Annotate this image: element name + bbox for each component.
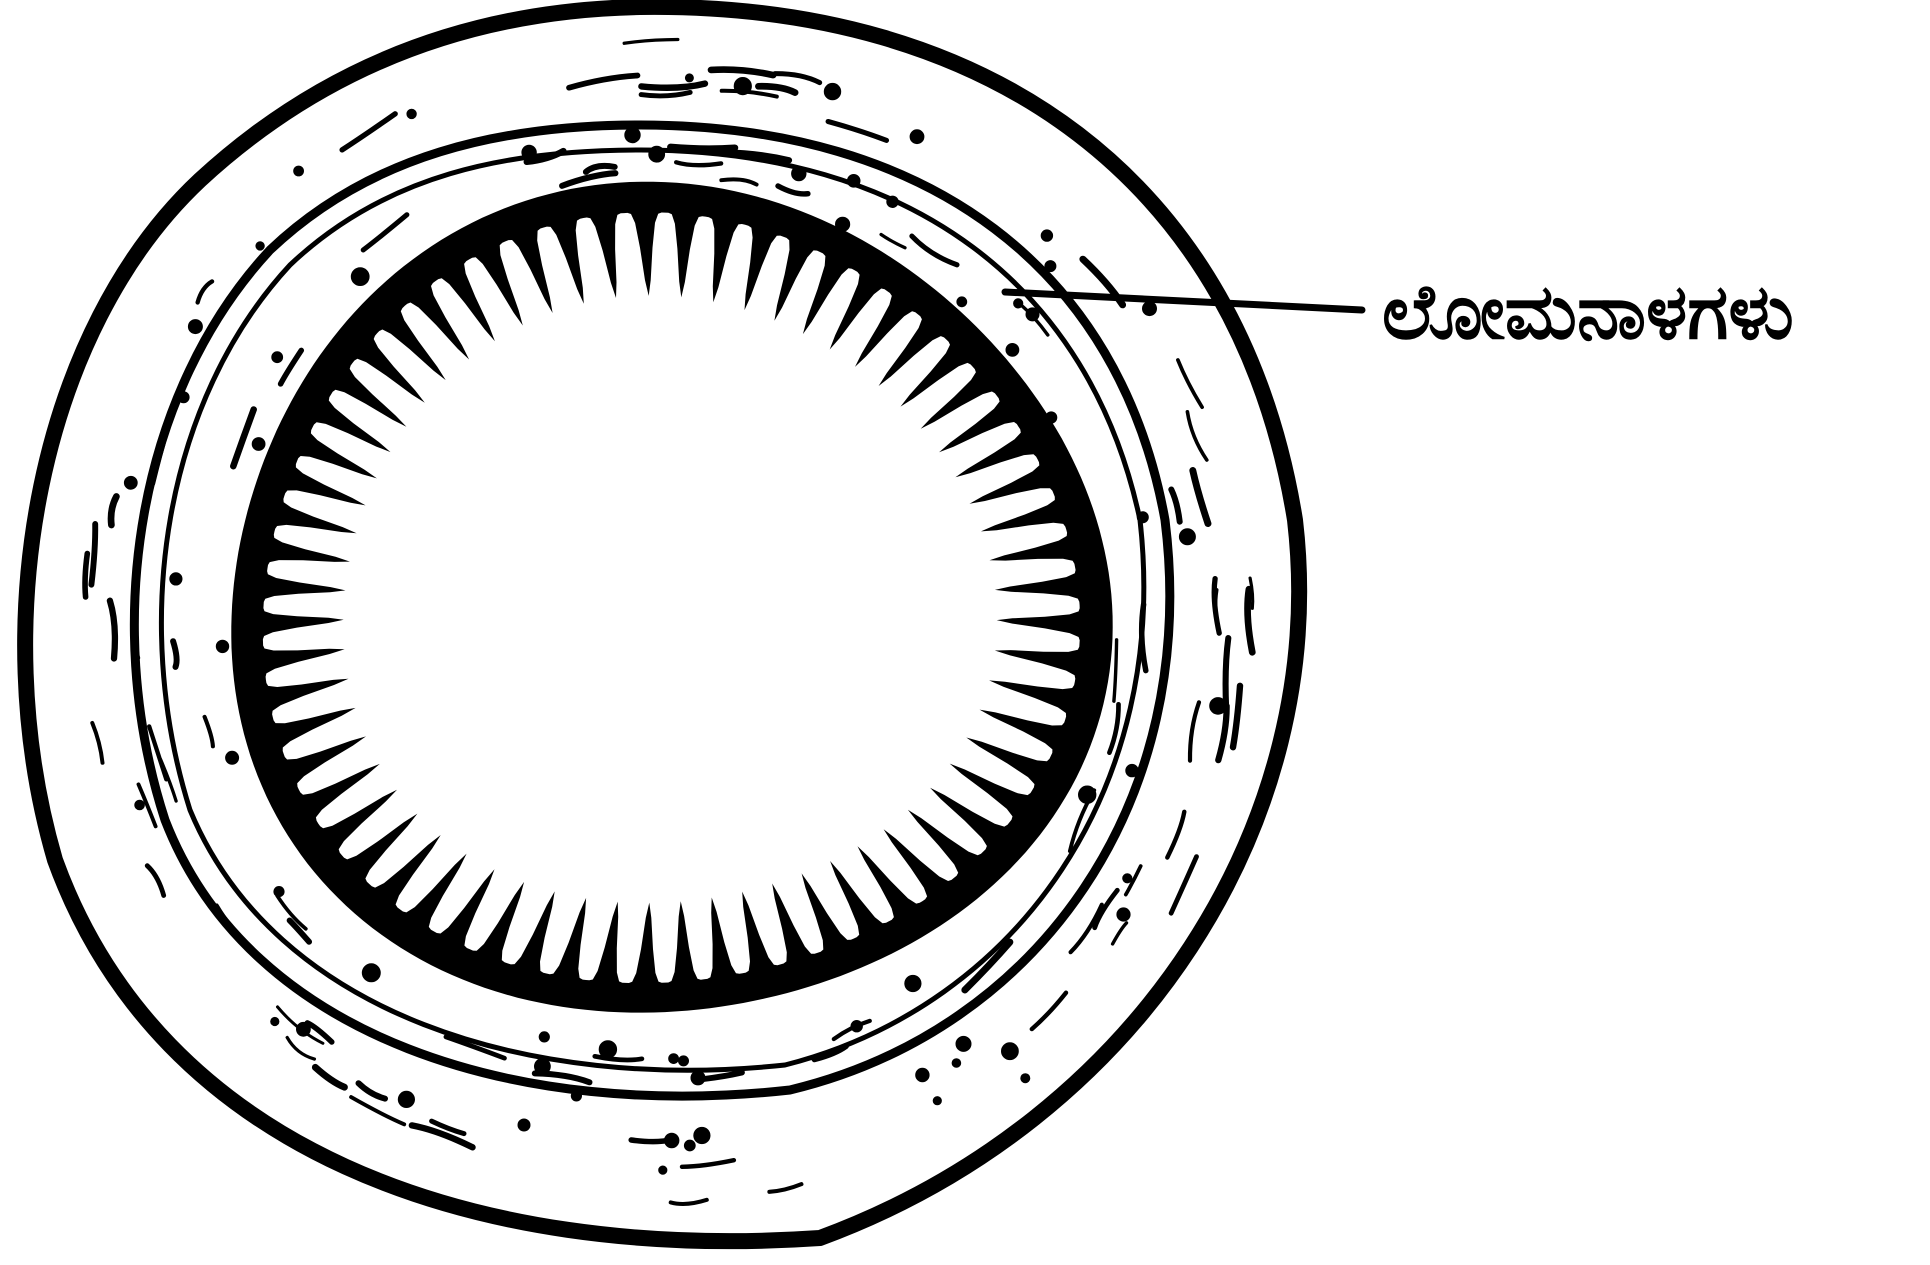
wall-cell-dot [1079,786,1096,803]
wall-cell-dot [256,242,264,250]
wall-cell-dot [124,476,137,489]
wall-cell-dot [294,166,304,176]
wall-fiber-stroke [85,554,87,598]
wall-fiber-stroke [1226,638,1229,707]
wall-cell-dot [226,751,239,764]
wall-cell-dot [1117,908,1130,921]
wall-cell-dot [539,1032,549,1042]
wall-cell-dot [684,1140,695,1151]
wall-cell-dot [933,1097,941,1105]
wall-cell-dot [1143,302,1157,316]
villi-label: ಲೋಮನಾಳಗಳು [1382,267,1794,356]
wall-cell-dot [649,146,665,162]
wall-cell-dot [916,1068,929,1081]
wall-cell-dot [252,438,265,451]
wall-cell-dot [1002,1043,1019,1060]
wall-cell-dot [1021,1074,1030,1083]
wall-cell-dot [956,1036,971,1051]
wall-cell-dot [669,1054,679,1064]
wall-cell-dot [694,1127,710,1143]
wall-cell-dot [1210,698,1227,715]
wall-cell-dot [1123,874,1132,883]
wall-cell-dot [518,1119,530,1131]
wall-cell-dot [1006,344,1019,357]
wall-cell-dot [571,1091,581,1101]
wall-cell-dot [679,1056,689,1066]
wall-cell-dot [178,392,189,403]
wall-cell-dot [625,127,640,142]
wall-cell-dot [1126,764,1138,776]
wall-cell-dot [297,1022,311,1036]
wall-cell-dot [398,1091,414,1107]
wall-cell-dot [851,1020,862,1031]
wall-cell-dot [1179,529,1195,545]
wall-fiber-stroke [173,641,177,667]
wall-cell-dot [952,1059,961,1068]
wall-cell-dot [535,1059,551,1075]
wall-cell-dot [271,1017,279,1025]
wall-cell-dot [910,130,924,144]
wall-cell-dot [824,83,840,99]
wall-cell-dot [170,573,182,585]
wall-cell-dot [272,352,283,363]
wall-cell-dot [188,320,202,334]
wall-cell-dot [792,166,806,180]
wall-cell-dot [665,1133,679,1147]
wall-cell-dot [1137,512,1148,523]
wall-cell-dot [1041,230,1052,241]
wall-cell-dot [407,109,416,118]
wall-cell-dot [957,297,967,307]
wall-cell-dot [847,175,860,188]
wall-cell-dot [351,268,369,286]
wall-fiber-stroke [671,147,735,149]
wall-cell-dot [362,964,380,982]
wall-cell-dot [1026,308,1039,321]
wall-cell-dot [685,74,693,82]
wall-cell-dot [135,800,145,810]
wall-cell-dot [1045,261,1056,272]
wall-cell-dot [274,887,284,897]
wall-cell-dot [887,196,898,207]
wall-cell-dot [522,145,536,159]
wall-cell-dot [659,1166,667,1174]
wall-cell-dot [216,640,228,652]
wall-cell-dot [905,975,921,991]
